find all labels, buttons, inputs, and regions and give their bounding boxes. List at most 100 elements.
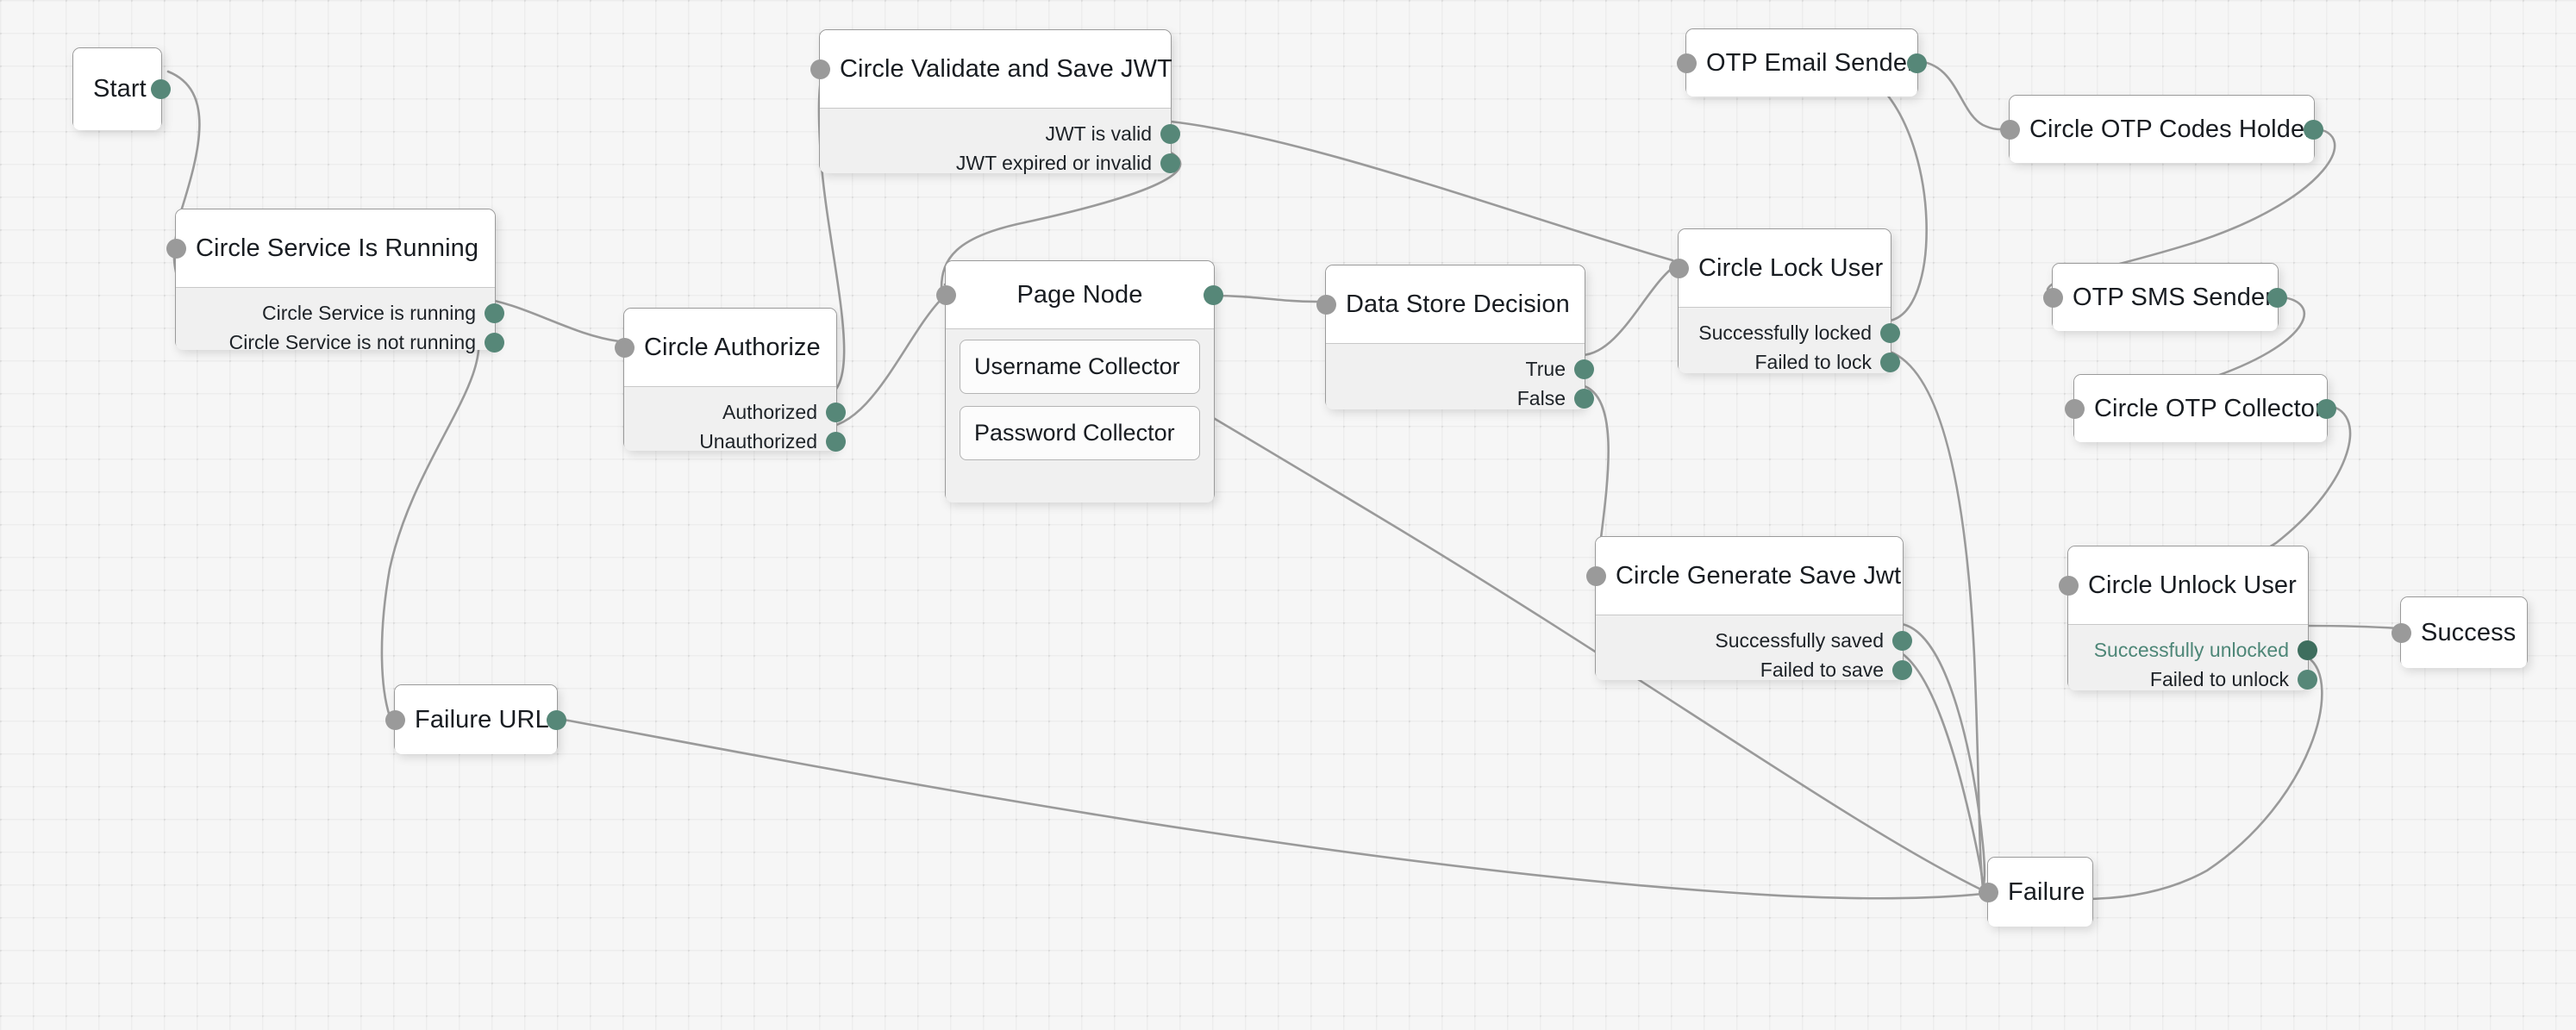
output-port[interactable] bbox=[151, 79, 171, 99]
output-port[interactable] bbox=[2304, 119, 2323, 140]
output-row[interactable]: Failed to unlock bbox=[2068, 665, 2317, 694]
node-header: Page Node bbox=[946, 261, 1214, 328]
edge[interactable] bbox=[1900, 622, 1986, 891]
output-label: Authorized bbox=[722, 400, 817, 423]
input-port[interactable] bbox=[2000, 119, 2020, 140]
output-row[interactable]: Successfully locked bbox=[1679, 318, 1900, 347]
node-failure-url[interactable]: Failure URL bbox=[385, 684, 566, 754]
output-row[interactable]: Failed to save bbox=[1596, 655, 1912, 684]
node-title: Circle Authorize bbox=[644, 333, 821, 361]
edge[interactable] bbox=[380, 324, 480, 718]
edge[interactable] bbox=[1900, 652, 1985, 893]
output-port[interactable] bbox=[826, 402, 846, 422]
output-row[interactable]: False bbox=[1326, 384, 1594, 413]
node-header: OTP SMS Sender bbox=[2053, 264, 2278, 331]
edge[interactable] bbox=[1888, 350, 1985, 889]
input-port[interactable] bbox=[810, 59, 830, 79]
output-row[interactable]: Successfully saved bbox=[1596, 626, 1912, 655]
output-row[interactable]: JWT is valid bbox=[820, 119, 1180, 148]
output-port[interactable] bbox=[547, 709, 566, 730]
output-row[interactable]: Circle Service is running bbox=[176, 298, 504, 328]
node-title: Circle OTP Collector bbox=[2094, 394, 2323, 422]
edge[interactable] bbox=[1580, 384, 1610, 553]
edge[interactable] bbox=[1580, 263, 1679, 357]
edge[interactable] bbox=[1169, 120, 1674, 262]
output-port[interactable] bbox=[1160, 153, 1180, 173]
node-title: Circle Validate and Save JWT bbox=[840, 54, 1172, 83]
input-port[interactable] bbox=[1677, 53, 1697, 73]
output-row[interactable]: Successfully unlocked bbox=[2068, 635, 2317, 665]
edge[interactable] bbox=[1210, 294, 1321, 303]
node-start[interactable]: Start bbox=[72, 47, 171, 130]
output-row[interactable]: True bbox=[1326, 354, 1594, 384]
output-row[interactable]: Failed to lock bbox=[1679, 347, 1900, 377]
output-port[interactable] bbox=[2298, 669, 2317, 690]
node-success[interactable]: Success bbox=[2392, 596, 2528, 668]
input-port[interactable] bbox=[1586, 565, 1606, 586]
output-label: JWT is valid bbox=[1045, 122, 1152, 145]
node-otp-sms-sender[interactable]: OTP SMS Sender bbox=[2043, 263, 2287, 331]
input-port[interactable] bbox=[2043, 287, 2063, 308]
node-title: Circle Unlock User bbox=[2088, 571, 2297, 599]
output-row[interactable]: Circle Service is not running bbox=[176, 328, 504, 357]
node-header: Circle Service Is Running bbox=[176, 209, 495, 287]
input-port[interactable] bbox=[1316, 294, 1336, 315]
node-header: Circle OTP Codes Holder bbox=[2010, 96, 2314, 163]
node-title: Circle Lock User bbox=[1698, 253, 1884, 282]
output-port[interactable] bbox=[1574, 359, 1594, 379]
input-port[interactable] bbox=[2392, 622, 2411, 643]
node-otp-email-sender[interactable]: OTP Email Sender bbox=[1677, 28, 1927, 97]
input-port[interactable] bbox=[936, 284, 956, 305]
output-label: Unauthorized bbox=[699, 429, 817, 453]
output-row[interactable]: Authorized bbox=[624, 397, 846, 427]
input-port[interactable] bbox=[2065, 398, 2085, 419]
page-subitem[interactable]: Username Collector bbox=[960, 340, 1200, 394]
output-row[interactable]: Unauthorized bbox=[624, 427, 846, 456]
output-port[interactable] bbox=[1892, 630, 1912, 651]
node-circle-otp-codes-holder[interactable]: Circle OTP Codes Holder bbox=[2000, 95, 2323, 163]
output-port[interactable] bbox=[485, 303, 504, 323]
node-circle-otp-collector[interactable]: Circle OTP Collector bbox=[2065, 374, 2336, 442]
input-port[interactable] bbox=[166, 238, 186, 259]
page-subitem-label: Username Collector bbox=[974, 353, 1180, 379]
output-port[interactable] bbox=[826, 431, 846, 452]
input-port[interactable] bbox=[385, 709, 405, 730]
node-circle-validate-and-save-jwt[interactable]: Circle Validate and Save JWT JWT is valid… bbox=[810, 29, 1180, 173]
output-port[interactable] bbox=[1907, 53, 1927, 73]
output-port[interactable] bbox=[1880, 322, 1900, 343]
output-port[interactable] bbox=[1574, 388, 1594, 409]
output-port[interactable] bbox=[2298, 640, 2317, 660]
input-port[interactable] bbox=[1979, 882, 1998, 902]
output-port[interactable] bbox=[1892, 659, 1912, 680]
input-port[interactable] bbox=[2059, 575, 2079, 596]
node-failure[interactable]: Failure bbox=[1979, 857, 2093, 927]
output-port[interactable] bbox=[485, 332, 504, 353]
output-row[interactable]: JWT expired or invalid bbox=[820, 148, 1180, 178]
output-label: False bbox=[1516, 386, 1566, 409]
input-port[interactable] bbox=[1669, 258, 1689, 278]
output-port[interactable] bbox=[1880, 352, 1900, 372]
output-port[interactable] bbox=[1160, 123, 1180, 144]
output-port[interactable] bbox=[2317, 398, 2336, 419]
edge[interactable] bbox=[2305, 624, 2400, 630]
edge[interactable] bbox=[553, 716, 1985, 900]
output-port[interactable] bbox=[1204, 284, 1223, 305]
output-port[interactable] bbox=[2267, 287, 2287, 308]
page-subitem[interactable]: Password Collector bbox=[960, 406, 1200, 460]
edge[interactable] bbox=[1914, 59, 2010, 131]
input-port[interactable] bbox=[615, 337, 635, 358]
node-header: Failure URL bbox=[395, 685, 557, 754]
